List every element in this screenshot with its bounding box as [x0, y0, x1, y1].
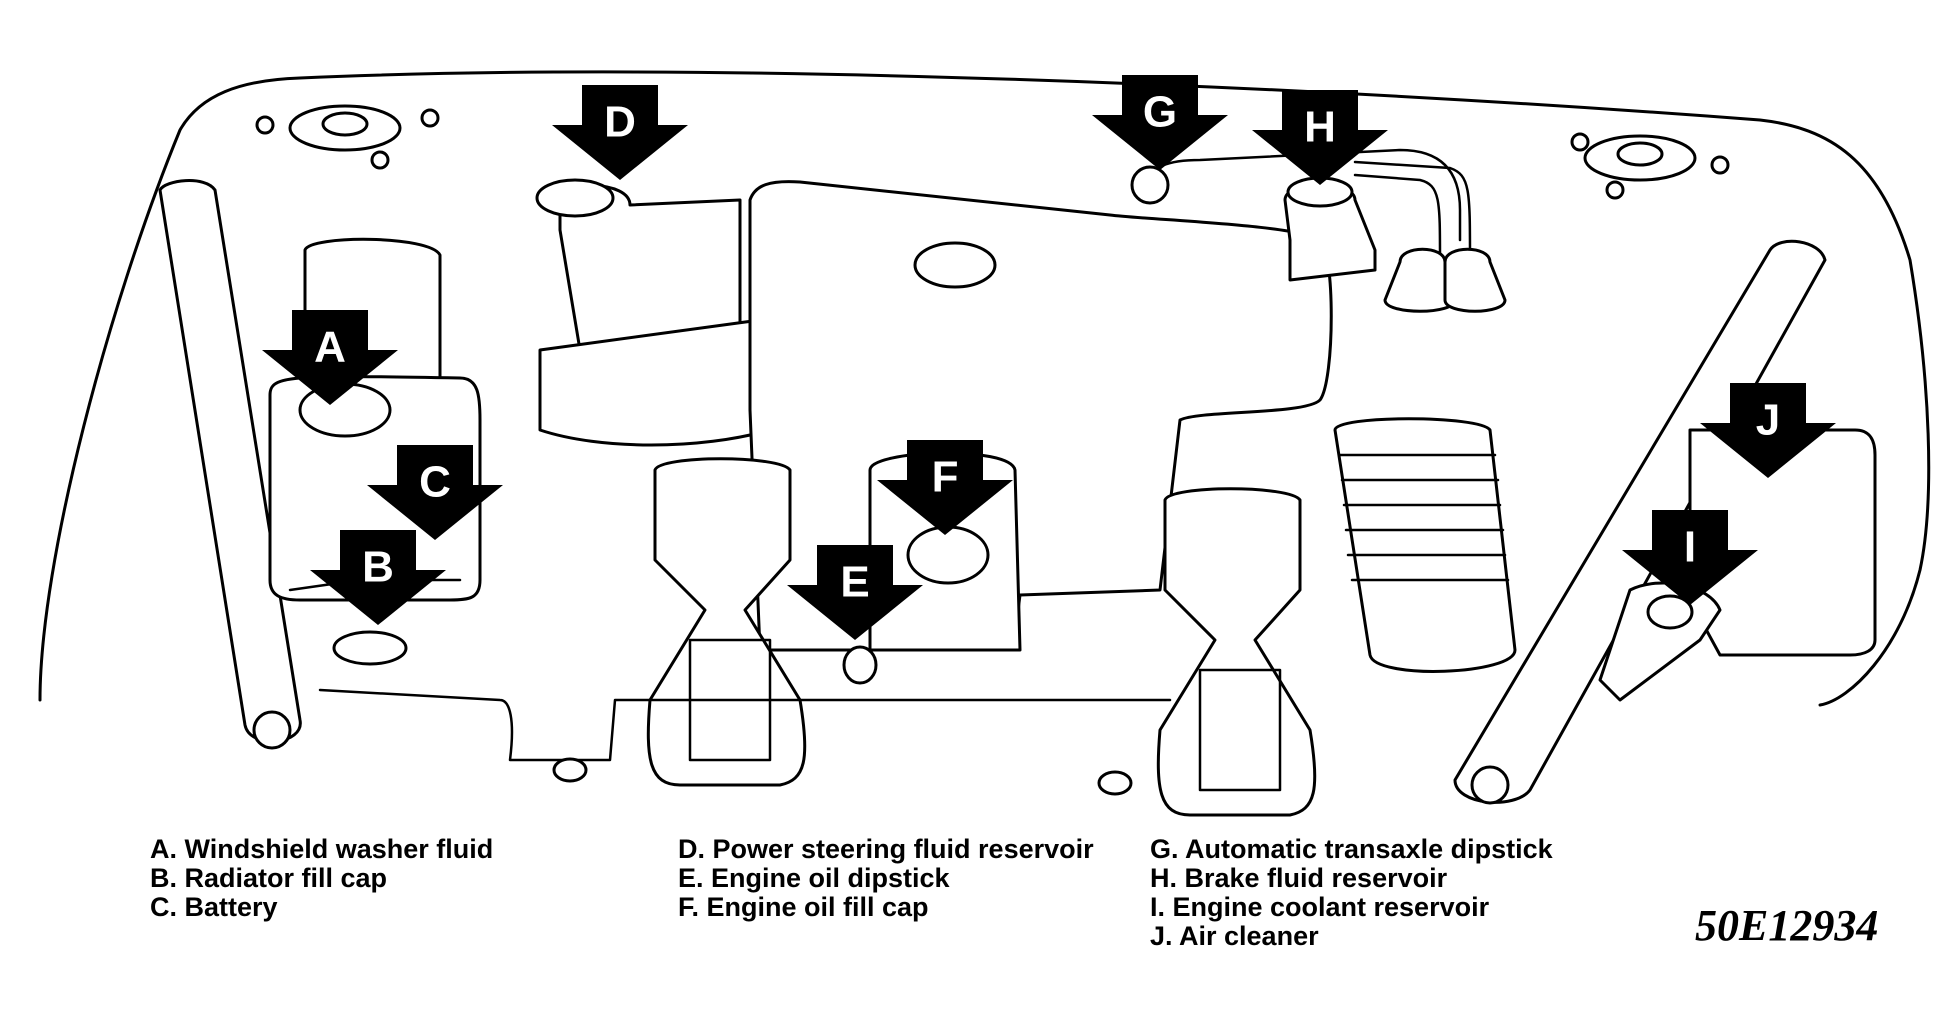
- power-steering-cap: [535, 178, 615, 218]
- marker-j: J: [1700, 383, 1836, 478]
- legend-column-3: G. Automatic transaxle dipstick H. Brake…: [1150, 835, 1553, 951]
- marker-e: E: [787, 545, 923, 640]
- radiator-fill-cap: [332, 630, 408, 666]
- legend-item-i: I. Engine coolant reservoir: [1150, 892, 1490, 922]
- svg-text:A: A: [314, 323, 346, 372]
- transaxle-dipstick-handle: [1130, 165, 1170, 205]
- legend-item-e: E. Engine oil dipstick: [678, 863, 950, 893]
- right-engine-mount: [1156, 487, 1317, 817]
- svg-text:F: F: [932, 453, 959, 502]
- left-strut-mount: [255, 104, 440, 170]
- right-strut-bar: [1453, 239, 1827, 804]
- svg-text:D: D: [604, 98, 636, 147]
- svg-text:H: H: [1304, 103, 1336, 152]
- svg-text:J: J: [1756, 396, 1780, 445]
- marker-g: G: [1092, 75, 1228, 170]
- legend-column-2: D. Power steering fluid reservoir E. Eng…: [678, 835, 1094, 922]
- air-cleaner-box: [1688, 428, 1877, 657]
- svg-text:B: B: [362, 543, 394, 592]
- brake-line-1: [1353, 173, 1442, 262]
- brake-line-2: [1353, 160, 1472, 262]
- marker-i: I: [1622, 510, 1758, 605]
- figure-code: 50E12934: [1695, 901, 1879, 950]
- right-strut-mount: [1570, 132, 1730, 200]
- crossmember-hole-2: [1097, 770, 1133, 796]
- legend-item-a: A. Windshield washer fluid: [150, 834, 494, 864]
- air-intake-bellows: [1333, 417, 1517, 673]
- legend-column-1: A. Windshield washer fluid B. Radiator f…: [150, 835, 493, 922]
- right-engine-mount-inner: [1198, 668, 1282, 792]
- marker-c: C: [367, 445, 503, 540]
- right-strut-bolt: [1470, 765, 1510, 805]
- bellows-ribs: [1338, 453, 1510, 582]
- svg-text:G: G: [1143, 88, 1177, 137]
- crossmember-hole-1: [552, 757, 588, 783]
- legend-item-c: C. Battery: [150, 892, 278, 922]
- left-strut-bolt: [252, 710, 292, 750]
- marker-d: D: [552, 85, 688, 180]
- engine-oil-fill-cap: [906, 525, 990, 585]
- legend-item-f: F. Engine oil fill cap: [678, 892, 929, 922]
- legend-item-g: G. Automatic transaxle dipstick: [1150, 834, 1553, 864]
- marker-a: A: [262, 310, 398, 405]
- engine-top-cover-cap: [913, 241, 997, 289]
- svg-text:C: C: [419, 458, 451, 507]
- coolant-reservoir-cap: [1646, 594, 1694, 630]
- legend-item-h: H. Brake fluid reservoir: [1150, 863, 1448, 893]
- marker-b: B: [310, 530, 446, 625]
- brake-booster-boot-2: [1443, 247, 1507, 313]
- svg-text:I: I: [1684, 523, 1696, 572]
- legend-item-j: J. Air cleaner: [1150, 921, 1319, 951]
- marker-h: H: [1252, 90, 1388, 185]
- engine-oil-dipstick-ring: [842, 645, 878, 685]
- legend-item-d: D. Power steering fluid reservoir: [678, 834, 1094, 864]
- left-engine-mount: [646, 457, 807, 787]
- legend-item-b: B. Radiator fill cap: [150, 863, 388, 893]
- marker-f: F: [877, 440, 1013, 535]
- svg-text:E: E: [840, 558, 869, 607]
- left-engine-mount-inner: [688, 638, 772, 762]
